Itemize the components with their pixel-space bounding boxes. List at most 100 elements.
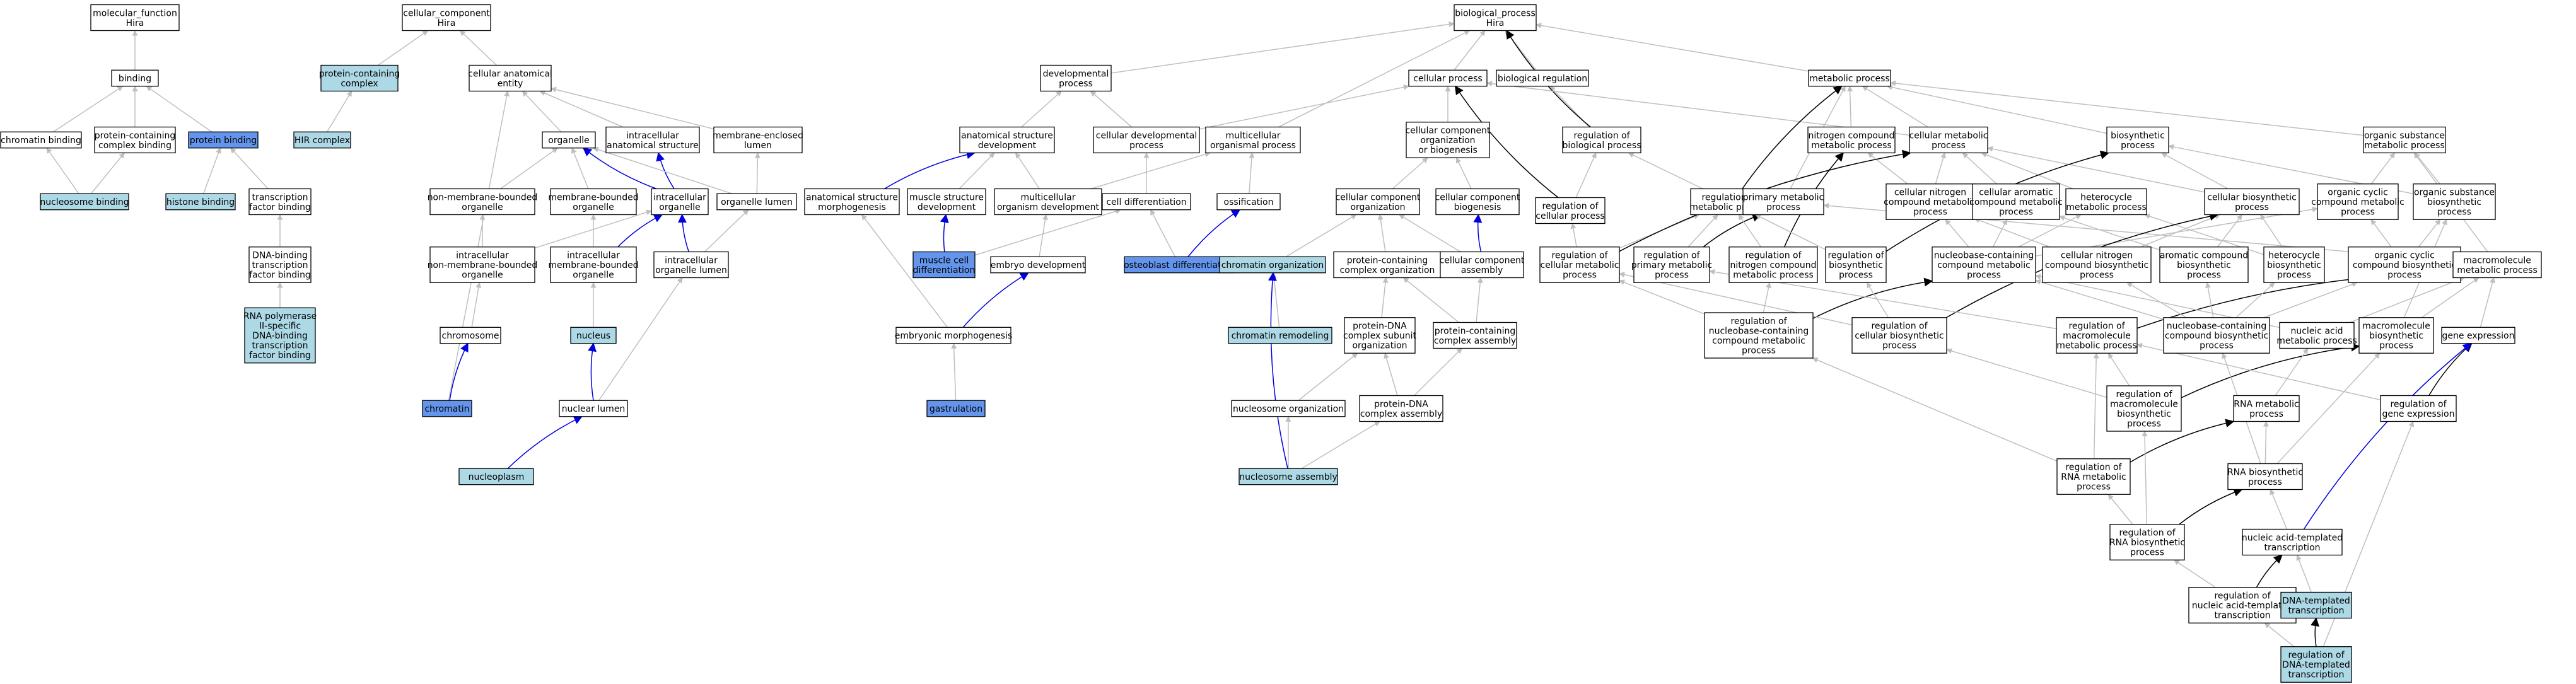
node-binding[interactable]: binding — [111, 69, 159, 87]
node-nucleosome-asm[interactable]: nucleosome assembly — [1238, 468, 1338, 485]
node-nucleosome-binding[interactable]: nucleosome binding — [40, 193, 129, 211]
node-embryonic-morph[interactable]: embryonic morphogenesis — [895, 327, 1012, 344]
node-gastrulation[interactable]: gastrulation — [926, 400, 986, 417]
node-nuclear-lumen[interactable]: nuclear lumen — [559, 400, 628, 417]
node-reg-macro-biosyn[interactable]: regulation ofmacromoleculebiosyntheticpr… — [2106, 385, 2182, 432]
node-organelle[interactable]: organelle — [542, 131, 596, 149]
node-cell-diff[interactable]: cell differentiation — [1102, 193, 1191, 211]
node-rnapol-tf-binding[interactable]: RNA polymeraseII-specificDNA-bindingtran… — [243, 307, 317, 364]
node-hir-complex[interactable]: HIR complex — [293, 131, 351, 149]
node-bio-reg[interactable]: biological regulation — [1496, 69, 1589, 87]
node-embryo-dev[interactable]: embryo development — [990, 256, 1086, 274]
node-label-line: developmental — [1043, 69, 1109, 79]
node-metabolic[interactable]: metabolic process — [1808, 69, 1891, 87]
node-chromatin-binding[interactable]: chromatin binding — [0, 131, 82, 149]
node-reg-nbc-met[interactable]: regulation ofnucleobase-containingcompou… — [1704, 312, 1814, 359]
node-nucleus[interactable]: nucleus — [570, 327, 617, 344]
node-histone-binding[interactable]: histone binding — [165, 193, 236, 211]
node-organelle-lumen[interactable]: organelle lumen — [716, 193, 797, 211]
node-chromatin-remod[interactable]: chromatin remodeling — [1228, 327, 1332, 344]
node-chromatin[interactable]: chromatin — [422, 400, 472, 417]
node-nucleoplasm[interactable]: nucleoplasm — [458, 468, 534, 485]
node-gene-expr[interactable]: gene expression — [2441, 327, 2515, 344]
node-osteoblast[interactable]: osteoblast differentiation — [1124, 256, 1235, 274]
node-nucleosome-org[interactable]: nucleosome organization — [1231, 400, 1346, 417]
node-cellular-process[interactable]: cellular process — [1408, 69, 1488, 87]
node-ossification[interactable]: ossification — [1216, 193, 1281, 211]
node-intra-nmb[interactable]: intracellularnon-membrane-boundedorganel… — [428, 246, 538, 283]
node-chromatin-org[interactable]: chromatin organization — [1219, 256, 1326, 274]
node-protein-binding[interactable]: protein binding — [188, 131, 259, 149]
node-chromosome[interactable]: chromosome — [440, 327, 501, 344]
